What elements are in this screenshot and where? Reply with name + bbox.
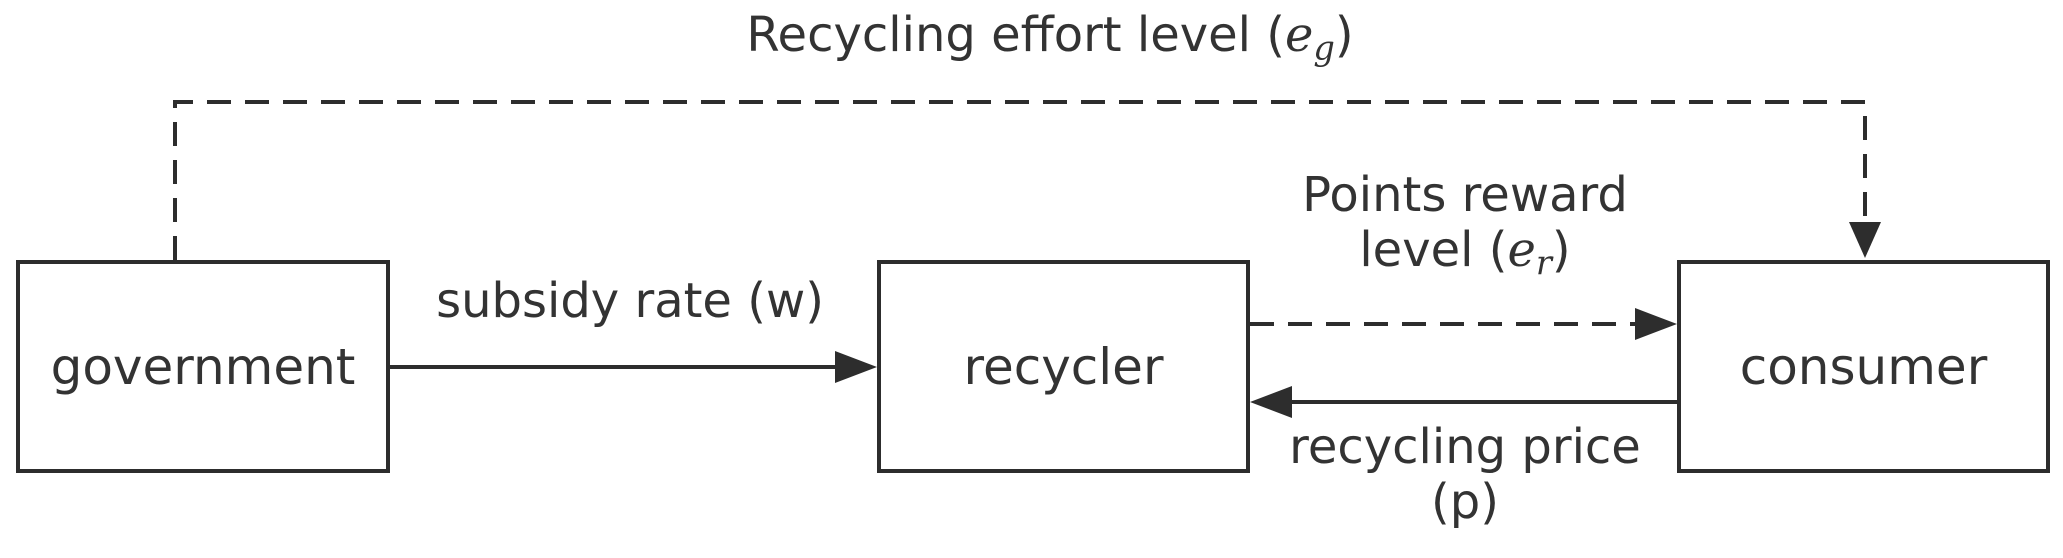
points-label: Points reward level (er) [1255,167,1675,283]
points-label-prefix: level ( [1359,222,1508,279]
consumer-label: consumer [1739,337,1988,396]
government-node: government [16,260,390,473]
points-arrow [1250,308,1677,340]
recycler-label: recycler [963,337,1164,396]
subsidy-label-text: subsidy rate (w) [436,273,824,329]
price-arrow [1250,386,1677,418]
effort-label-prefix: Recycling effort level ( [746,7,1285,63]
points-label-line1: Points reward [1302,167,1628,223]
effort-label: Recycling effort level (eg) [500,7,1600,68]
recycler-node: recycler [877,260,1250,473]
price-label-line2: (p) [1431,474,1499,531]
subsidy-label: subsidy rate (w) [400,273,860,329]
points-label-sub: r [1535,243,1552,283]
effort-arrow [173,100,1881,260]
price-label: recycling price (p) [1255,419,1675,531]
effort-label-sub: g [1313,28,1335,68]
effort-label-suffix: ) [1334,7,1354,63]
consumer-node: consumer [1677,260,2050,473]
points-label-suffix: ) [1551,222,1571,279]
price-label-line1: recycling price [1289,419,1641,475]
points-label-line2: level (er) [1255,223,1675,283]
effort-label-var: e [1285,7,1314,63]
subsidy-arrow [390,351,877,383]
government-label: government [50,337,356,396]
points-label-var: e [1507,222,1536,279]
